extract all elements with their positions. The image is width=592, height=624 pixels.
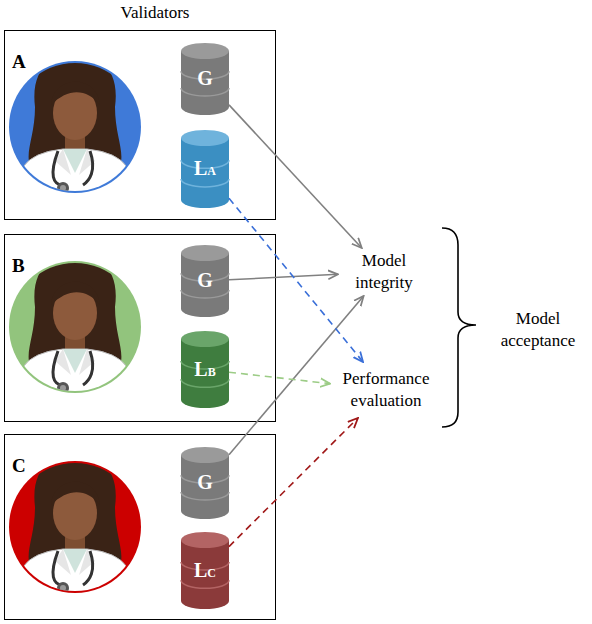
- database-label: LA: [194, 157, 216, 180]
- cylinder-ring: [181, 492, 229, 500]
- stage-label: Performance evaluation: [330, 362, 442, 418]
- cylinder-top: [181, 532, 229, 548]
- database-cylinder: LC: [181, 532, 229, 609]
- cylinder-body: [181, 138, 229, 208]
- database-label: LC: [194, 559, 216, 582]
- database-label: LC: [181, 559, 229, 582]
- stage-text: Performance evaluation: [330, 362, 442, 418]
- database-cylinder: LB: [181, 331, 229, 408]
- doctor-figure: [17, 255, 133, 397]
- cylinder-top: [181, 331, 229, 347]
- cylinder-top: [181, 130, 229, 146]
- cylinder-body: [181, 540, 229, 609]
- cylinder-top: [181, 447, 229, 463]
- cylinder-body: [181, 253, 229, 317]
- database-label: G: [181, 269, 229, 292]
- solid-arrow: [229, 296, 364, 455]
- cylinder-top: [181, 43, 229, 59]
- cylinder-body: [181, 51, 229, 115]
- dashed-arrow: [229, 198, 363, 362]
- cylinder-body: [181, 339, 229, 408]
- database-cylinder: LA: [181, 130, 229, 208]
- doctor-figure: [17, 55, 133, 197]
- database-cylinder: G: [181, 245, 229, 317]
- validator-letter: B: [12, 255, 25, 277]
- bracket: [442, 228, 476, 427]
- solid-arrow: [229, 105, 362, 248]
- stage-text: Model integrity: [338, 248, 430, 296]
- validator-box: B G LB: [4, 234, 276, 422]
- validator-box: A G LA: [4, 30, 276, 220]
- column-heading: Validators: [100, 2, 210, 24]
- database-cylinder: G: [181, 43, 229, 115]
- database-label: LB: [181, 358, 229, 381]
- dashed-arrow: [229, 418, 358, 547]
- database-label: LA: [181, 157, 229, 180]
- solid-arrow: [229, 274, 338, 279]
- database-label: G: [181, 67, 229, 90]
- dashed-arrow: [229, 372, 330, 383]
- cylinder-ring: [181, 580, 229, 588]
- validator-letter: C: [12, 455, 26, 477]
- cylinder-ring: [181, 379, 229, 387]
- cylinder-ring: [181, 88, 229, 96]
- validator-letter: A: [12, 51, 26, 73]
- validator-box: C G LC: [4, 434, 276, 620]
- cylinder-body: [181, 455, 229, 519]
- database-cylinder: G: [181, 447, 229, 519]
- cylinder-ring: [181, 290, 229, 298]
- cylinder-ring: [181, 179, 229, 187]
- doctor-figure: [17, 455, 133, 597]
- outcome-label: Model acceptance: [488, 308, 588, 352]
- cylinder-top: [181, 245, 229, 261]
- stage-label: Model integrity: [338, 248, 430, 296]
- database-label: LB: [194, 358, 215, 381]
- database-label: G: [181, 471, 229, 494]
